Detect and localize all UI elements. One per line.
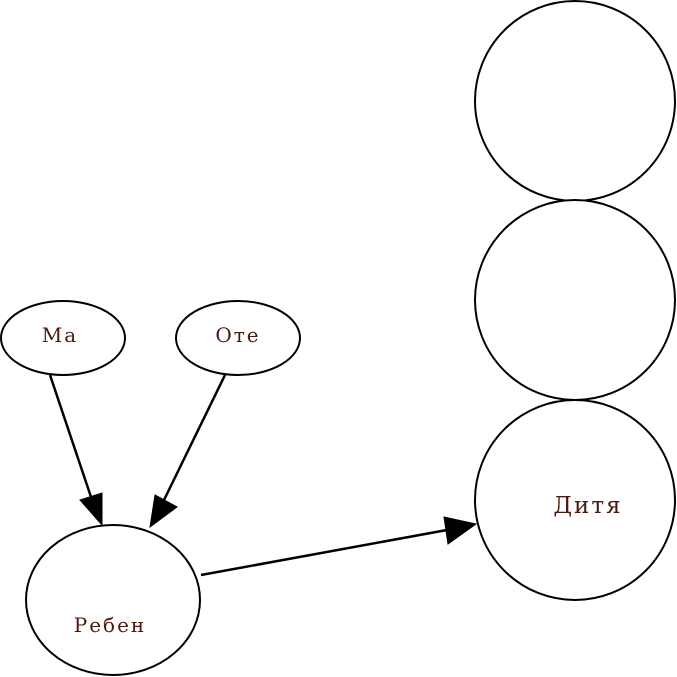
node-ditya-label: Дитя (553, 493, 622, 519)
node-ditya-shape (474, 399, 676, 601)
edge-reben-to-ditya[interactable] (200, 516, 478, 577)
edge-ote-to-reben[interactable] (149, 374, 227, 529)
node-ote-shape (175, 300, 301, 376)
edge-ma-to-reben-line (48, 374, 93, 498)
node-ma-shape (0, 300, 126, 376)
empty-circle-top[interactable] (474, 0, 676, 202)
edge-ote-to-reben-line (162, 374, 227, 501)
arrowhead-icon (79, 492, 103, 527)
edge-reben-to-ditya-line (200, 528, 448, 577)
arrowhead-icon (149, 494, 178, 529)
node-ma-label: Ма (42, 323, 78, 347)
node-reben-shape (25, 524, 201, 676)
node-reben[interactable]: Ребен (25, 524, 201, 676)
node-ditya[interactable]: Дитя (474, 399, 676, 601)
node-ote-label: Оте (215, 323, 260, 347)
node-ote[interactable]: Оте (175, 300, 301, 376)
node-reben-label: Ребен (74, 613, 147, 637)
node-ma[interactable]: Ма (0, 300, 126, 376)
empty-circle-middle[interactable] (474, 199, 676, 401)
arrowhead-icon (443, 516, 478, 545)
edge-ma-to-reben[interactable] (48, 374, 103, 527)
